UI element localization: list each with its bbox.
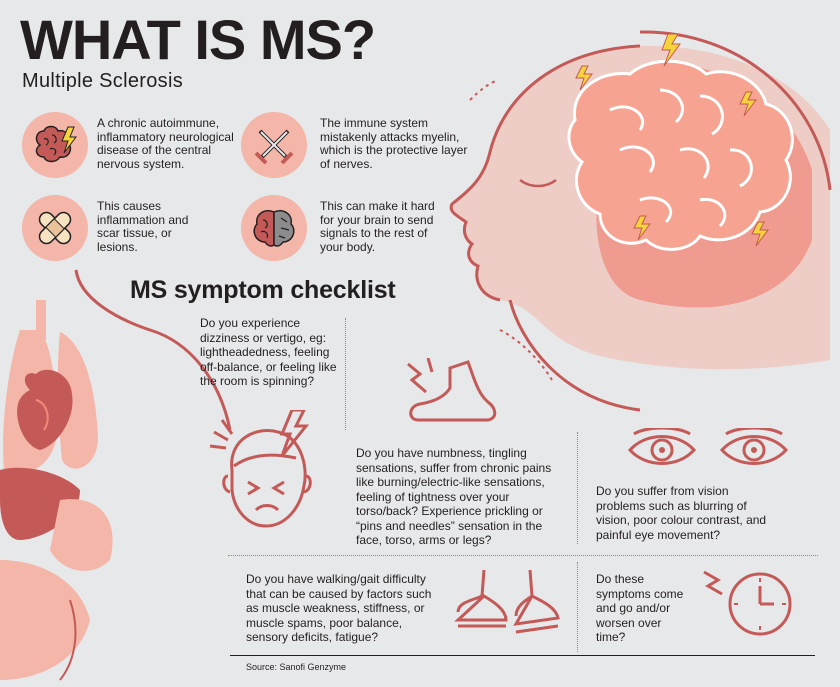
fact-text-signals: This can make it hard for your brain to … <box>320 199 435 254</box>
divider <box>577 432 578 544</box>
divider <box>228 555 818 556</box>
walking-shoes-icon <box>454 569 560 634</box>
question-vision: Do you suffer from vision problems such … <box>596 484 767 542</box>
divider <box>345 318 346 430</box>
damaged-brain-icon <box>241 195 307 261</box>
bandage-icon <box>22 195 88 261</box>
question-numbness: Do you have numbness, tingling sensation… <box>356 446 552 547</box>
fact-text-immune: The immune system mistakenly attacks mye… <box>320 116 468 171</box>
question-symptoms-over-time: Do these symptoms come and go and/or wor… <box>596 572 684 644</box>
divider <box>577 562 578 652</box>
page-title: WHAT IS MS? <box>20 8 376 71</box>
question-walking: Do you have walking/gait difficulty that… <box>246 572 432 644</box>
lightning-bolts <box>575 33 769 247</box>
source-credit: Source: Sanofi Genzyme <box>246 662 347 672</box>
clock-icon <box>703 570 792 636</box>
checklist-title: MS symptom checklist <box>130 276 396 304</box>
question-dizziness: Do you experience dizziness or vertigo, … <box>200 316 337 388</box>
brain-illustration <box>567 59 794 251</box>
organs-illustration <box>0 467 113 681</box>
tingling-foot-icon <box>407 358 497 422</box>
heart-illustration <box>17 369 73 450</box>
neck-outline <box>74 269 232 431</box>
source-divider <box>230 655 815 656</box>
page-subtitle: Multiple Sclerosis <box>22 70 184 92</box>
eyes-icon <box>627 428 789 465</box>
fact-text-inflammation: This causes inflammation and scar tissue… <box>97 199 189 254</box>
fact-text-disease: A chronic autoimmune, inflammatory neuro… <box>97 116 234 171</box>
dizzy-head-icon <box>209 410 312 528</box>
crossed-swords-icon <box>241 112 307 178</box>
brain-lightning-icon <box>22 112 88 178</box>
